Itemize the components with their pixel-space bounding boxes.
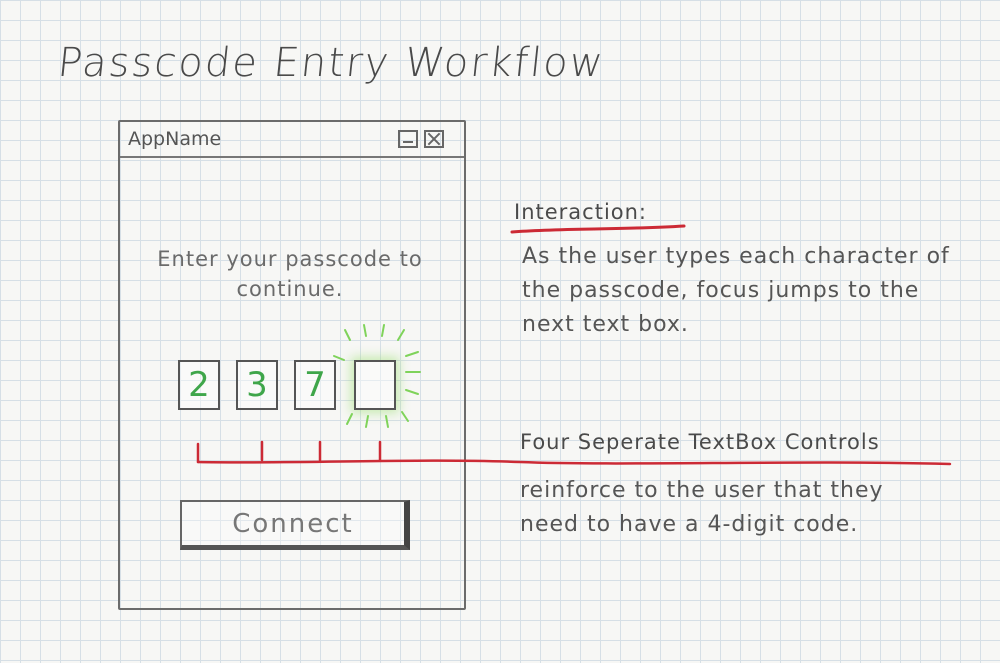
focus-glow-rays (333, 324, 421, 428)
passcode-prompt: Enter your passcode to continue. (157, 247, 423, 301)
digit-box-2[interactable]: 3 (236, 360, 278, 410)
digit-box-4-focused[interactable] (354, 360, 396, 410)
interaction-heading: Interaction: (514, 200, 648, 224)
window-titlebar: AppName (120, 122, 464, 158)
app-name: AppName (128, 128, 222, 150)
digit-box-3[interactable]: 7 (294, 360, 336, 410)
textbox-controls-heading: Four Seperate TextBox Controls (520, 430, 880, 454)
textbox-bracket-line (196, 440, 952, 466)
interaction-body: As the user types each character of the … (522, 244, 950, 337)
app-window-mockup: AppName Enter your passcode to continue.… (118, 120, 466, 610)
close-icon[interactable] (424, 130, 444, 148)
textbox-controls-body: reinforce to the user that they need to … (520, 478, 884, 537)
digit-box-1[interactable]: 2 (178, 360, 220, 410)
minimize-icon[interactable] (398, 130, 418, 148)
heading-underline (510, 224, 686, 234)
connect-button[interactable]: Connect (180, 500, 410, 550)
